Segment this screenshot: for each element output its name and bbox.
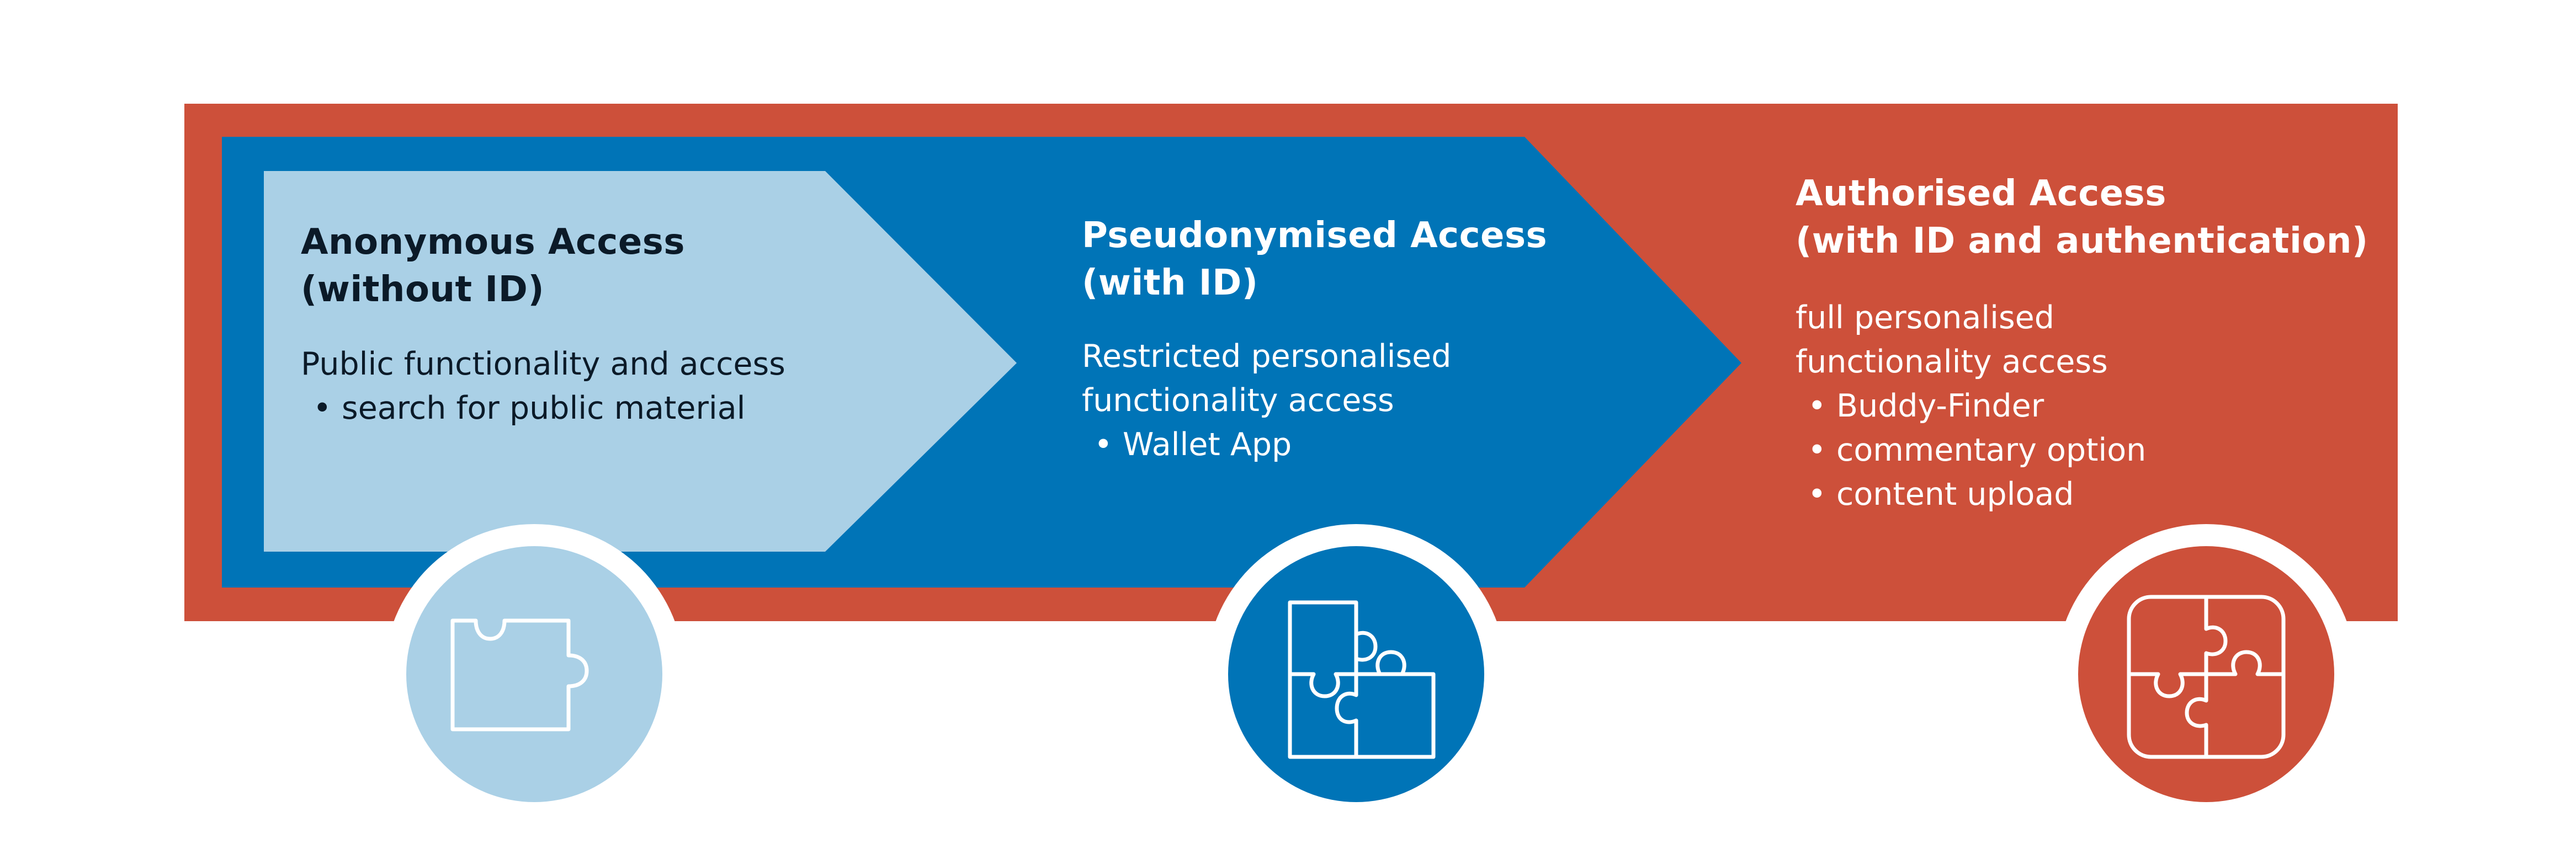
authorised-access-title: Authorised Access (with ID and authentic… bbox=[1796, 170, 2513, 265]
feature-item: search for public material bbox=[301, 386, 963, 430]
feature-item: content upload bbox=[1796, 472, 2513, 516]
authorised-access-block: Authorised Access (with ID and authentic… bbox=[1796, 170, 2513, 516]
description-line: Public functionality and access bbox=[301, 346, 785, 382]
description-line: functionality access bbox=[1796, 344, 2108, 380]
three-puzzle-pieces-icon bbox=[1288, 600, 1436, 759]
anonymous-access-title: Anonymous Access (without ID) bbox=[301, 218, 963, 313]
pseudonymised-access-description: Restricted personalised functionality ac… bbox=[1082, 334, 1717, 423]
feature-item: Wallet App bbox=[1082, 423, 1717, 467]
four-puzzle-pieces-icon bbox=[2127, 595, 2286, 759]
pseudonymised-access-block: Pseudonymised Access (with ID) Restricte… bbox=[1082, 212, 1717, 467]
pseudonymised-access-title: Pseudonymised Access (with ID) bbox=[1082, 212, 1717, 307]
authorised-access-features: Buddy-Finder commentary option content u… bbox=[1796, 384, 2513, 516]
title-line: (with ID and authentication) bbox=[1796, 221, 2368, 261]
feature-item: commentary option bbox=[1796, 428, 2513, 472]
anonymous-access-features: search for public material bbox=[301, 386, 963, 430]
description-line: Restricted personalised bbox=[1082, 338, 1452, 375]
anonymous-badge bbox=[384, 524, 684, 824]
title-line: (with ID) bbox=[1082, 263, 1258, 303]
anonymous-access-description: Public functionality and access bbox=[301, 342, 963, 386]
description-line: functionality access bbox=[1082, 382, 1394, 419]
authorised-access-description: full personalised functionality access bbox=[1796, 296, 2513, 384]
pseudonymised-access-features: Wallet App bbox=[1082, 423, 1717, 467]
title-line: Pseudonymised Access bbox=[1082, 215, 1548, 256]
anonymous-arrow bbox=[264, 171, 1017, 552]
authorised-badge bbox=[2056, 524, 2356, 824]
title-line: (without ID) bbox=[301, 269, 545, 310]
description-line: full personalised bbox=[1796, 300, 2054, 336]
single-puzzle-piece-icon bbox=[450, 618, 589, 731]
anonymous-access-block: Anonymous Access (without ID) Public fun… bbox=[301, 218, 963, 430]
title-line: Anonymous Access bbox=[301, 222, 685, 263]
pseudonymised-badge bbox=[1206, 524, 1506, 824]
feature-item: Buddy-Finder bbox=[1796, 384, 2513, 428]
title-line: Authorised Access bbox=[1796, 173, 2166, 214]
